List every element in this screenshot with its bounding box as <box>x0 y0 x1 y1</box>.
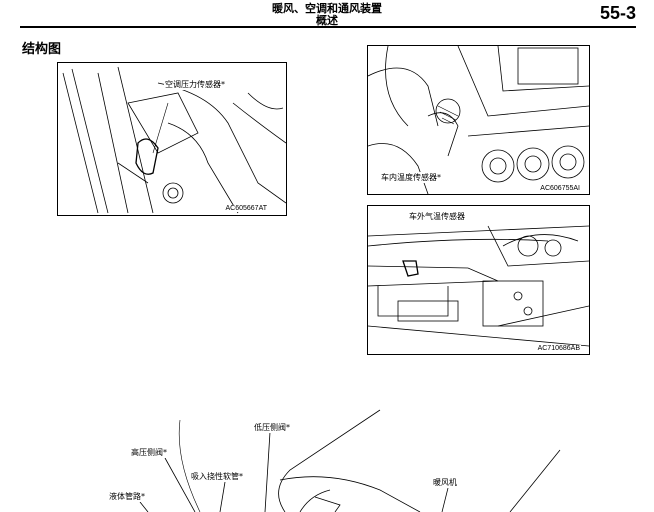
header-subtitle: 概述 <box>316 14 338 27</box>
header-rule <box>20 26 636 28</box>
callout-interior-sensor: 车内温度传感器* <box>380 172 442 183</box>
callout-low-side-valve: 低压侧阀* <box>253 422 291 433</box>
exterior-sensor-drawing <box>368 225 589 347</box>
callout-suction-hose: 吸入挠性软管* <box>190 471 244 482</box>
header-title: 暖风、空调和通风装置 <box>272 2 382 15</box>
page-number: 55-3 <box>599 3 636 23</box>
interior-sensor-drawing <box>368 46 589 194</box>
callout-exterior-sensor: 车外气温传感器 <box>408 211 466 222</box>
pressure-sensor-drawing <box>62 66 286 214</box>
section-title: 结构图 <box>22 42 62 57</box>
callout-liquid-pipe: 液体管路* <box>108 491 146 502</box>
figure-code: AC606755AI <box>539 185 581 192</box>
figure-exterior-sensor: 车外气温传感器 AC710686AB <box>367 205 590 355</box>
figure-code: AC710686AB <box>536 345 581 352</box>
figure-pressure-sensor: 空调压力传感器* AC605667AT <box>57 62 287 216</box>
figure-code: AC605667AT <box>224 205 268 212</box>
figure-interior-sensor: 车内温度传感器* AC606755AI <box>367 45 590 195</box>
callout-heater: 暖风机 <box>432 477 458 488</box>
callout-high-side-valve: 高压侧阀* <box>130 447 168 458</box>
callout-pressure-sensor: 空调压力传感器* <box>164 79 226 90</box>
